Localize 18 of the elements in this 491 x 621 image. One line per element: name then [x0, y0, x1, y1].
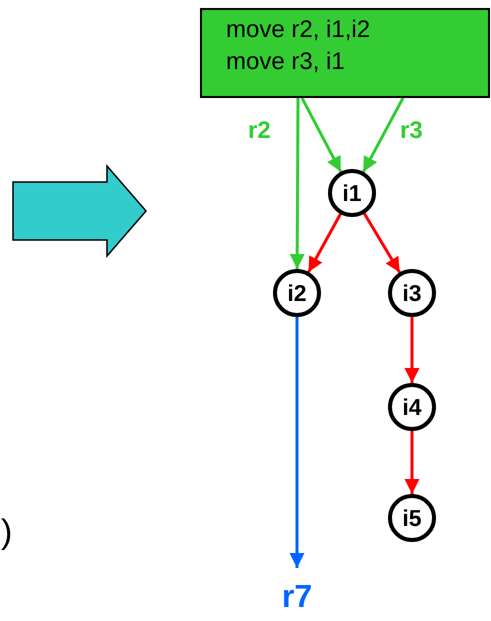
arrow [404, 317, 420, 383]
parenthesis-text: ) [1, 512, 12, 552]
arrow [404, 431, 420, 494]
arrow [363, 212, 401, 274]
instruction-box [200, 8, 490, 98]
node-circle: i4 [388, 383, 436, 431]
node-circle: i2 [273, 269, 321, 317]
arrow [362, 97, 404, 173]
arrow [290, 98, 305, 269]
node-circle: i3 [388, 269, 436, 317]
register-label: r7 [280, 578, 314, 615]
instruction-text: move r2, i1,i2 [226, 15, 372, 45]
node-circle: i1 [328, 169, 376, 217]
arrow [290, 317, 304, 568]
arrow [307, 213, 342, 273]
node-circle: i5 [388, 494, 436, 542]
instruction-text: move r3, i1 [226, 47, 346, 77]
arrow [300, 97, 342, 172]
